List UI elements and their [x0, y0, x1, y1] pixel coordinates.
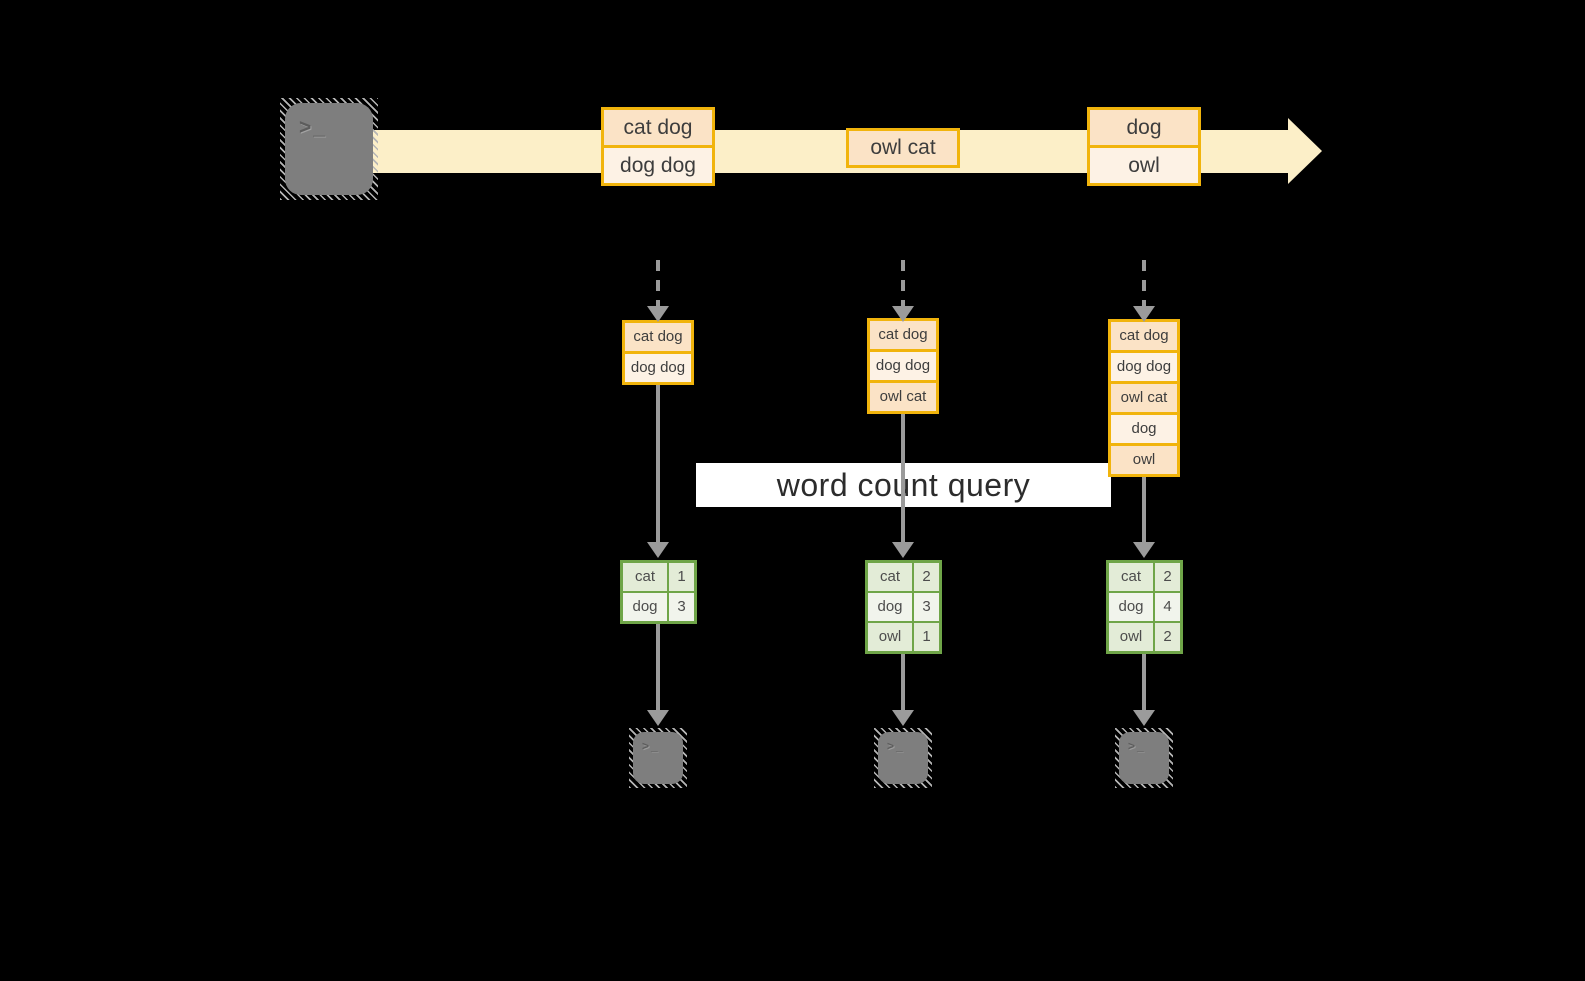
- table-cell-word: dog: [1109, 593, 1155, 621]
- table-row: cat 2: [868, 563, 939, 591]
- table-cell-count: 1: [914, 623, 939, 651]
- table-cell-count: 2: [1155, 563, 1180, 591]
- terminal-screen: >_: [878, 732, 928, 784]
- dashed-arrow-1: [656, 260, 660, 306]
- sink-terminal-icon-2: >_: [874, 728, 932, 788]
- batch-row: cat dog: [625, 323, 691, 351]
- dashed-arrow-2-head-icon: [892, 306, 914, 322]
- table-cell-word: cat: [1109, 563, 1155, 591]
- batch-row: dog dog: [625, 351, 691, 382]
- table-cell-word: dog: [868, 593, 914, 621]
- sink-arrow-3: [1142, 654, 1146, 710]
- terminal-prompt-icon: >_: [887, 739, 905, 753]
- query-arrow-3-head-icon: [1133, 542, 1155, 558]
- terminal-screen: >_: [633, 732, 683, 784]
- table-cell-count: 1: [669, 563, 694, 591]
- sink-arrow-2: [901, 654, 905, 710]
- table-row: dog 3: [868, 591, 939, 621]
- table-row: cat 2: [1109, 563, 1180, 591]
- table-cell-word: dog: [623, 593, 669, 621]
- batch-row: cat dog: [870, 321, 936, 349]
- batch-row: owl: [1111, 443, 1177, 474]
- dashed-arrow-2: [901, 260, 905, 306]
- micro-batch-2: cat dog dog dog owl cat: [867, 318, 939, 414]
- batch-row: dog dog: [1111, 350, 1177, 381]
- sink-arrow-1: [656, 624, 660, 710]
- table-cell-count: 2: [914, 563, 939, 591]
- query-arrow-2: [901, 414, 905, 542]
- sink-arrow-3-head-icon: [1133, 710, 1155, 726]
- dashed-arrow-3-head-icon: [1133, 306, 1155, 322]
- query-arrow-2-head-icon: [892, 542, 914, 558]
- query-arrow-1-head-icon: [647, 542, 669, 558]
- query-arrow-3: [1142, 477, 1146, 542]
- table-cell-count: 2: [1155, 623, 1180, 651]
- word-count-table-2: cat 2 dog 3 owl 1: [865, 560, 942, 654]
- terminal-prompt-icon: >_: [642, 739, 660, 753]
- table-row: owl 1: [868, 621, 939, 651]
- table-cell-count: 4: [1155, 593, 1180, 621]
- batch-row: owl: [1090, 145, 1198, 183]
- sink-terminal-icon-1: >_: [629, 728, 687, 788]
- table-cell-word: cat: [623, 563, 669, 591]
- batch-row: dog: [1111, 412, 1177, 443]
- table-row: owl 2: [1109, 621, 1180, 651]
- sink-terminal-icon-3: >_: [1115, 728, 1173, 788]
- micro-batch-3: cat dog dog dog owl cat dog owl: [1108, 319, 1180, 477]
- table-cell-word: cat: [868, 563, 914, 591]
- batch-row: cat dog: [1111, 322, 1177, 350]
- batch-row: cat dog: [604, 110, 712, 145]
- table-cell-count: 3: [914, 593, 939, 621]
- sink-arrow-2-head-icon: [892, 710, 914, 726]
- batch-row: owl cat: [870, 380, 936, 411]
- terminal-screen: >_: [1119, 732, 1169, 784]
- stream-batch-2: owl cat: [846, 128, 960, 168]
- terminal-prompt-icon: >_: [299, 116, 327, 139]
- table-row: dog 3: [623, 591, 694, 621]
- table-row: cat 1: [623, 563, 694, 591]
- stream-batch-1: cat dog dog dog: [601, 107, 715, 186]
- batch-row: dog dog: [604, 145, 712, 183]
- sink-arrow-1-head-icon: [647, 710, 669, 726]
- batch-row: owl cat: [1111, 381, 1177, 412]
- dashed-arrow-3: [1142, 260, 1146, 306]
- word-count-table-3: cat 2 dog 4 owl 2: [1106, 560, 1183, 654]
- table-cell-count: 3: [669, 593, 694, 621]
- batch-row: dog: [1090, 110, 1198, 145]
- stream-arrow-head-icon: [1288, 118, 1322, 184]
- batch-row: owl cat: [849, 131, 957, 165]
- word-count-table-1: cat 1 dog 3: [620, 560, 697, 624]
- table-cell-word: owl: [1109, 623, 1155, 651]
- dashed-arrow-1-head-icon: [647, 306, 669, 322]
- source-terminal-icon: >_: [280, 98, 378, 200]
- query-arrow-1: [656, 385, 660, 542]
- micro-batch-1: cat dog dog dog: [622, 320, 694, 385]
- terminal-prompt-icon: >_: [1128, 739, 1146, 753]
- table-row: dog 4: [1109, 591, 1180, 621]
- table-cell-word: owl: [868, 623, 914, 651]
- stream-batch-3: dog owl: [1087, 107, 1201, 186]
- batch-row: dog dog: [870, 349, 936, 380]
- terminal-screen: >_: [285, 103, 373, 195]
